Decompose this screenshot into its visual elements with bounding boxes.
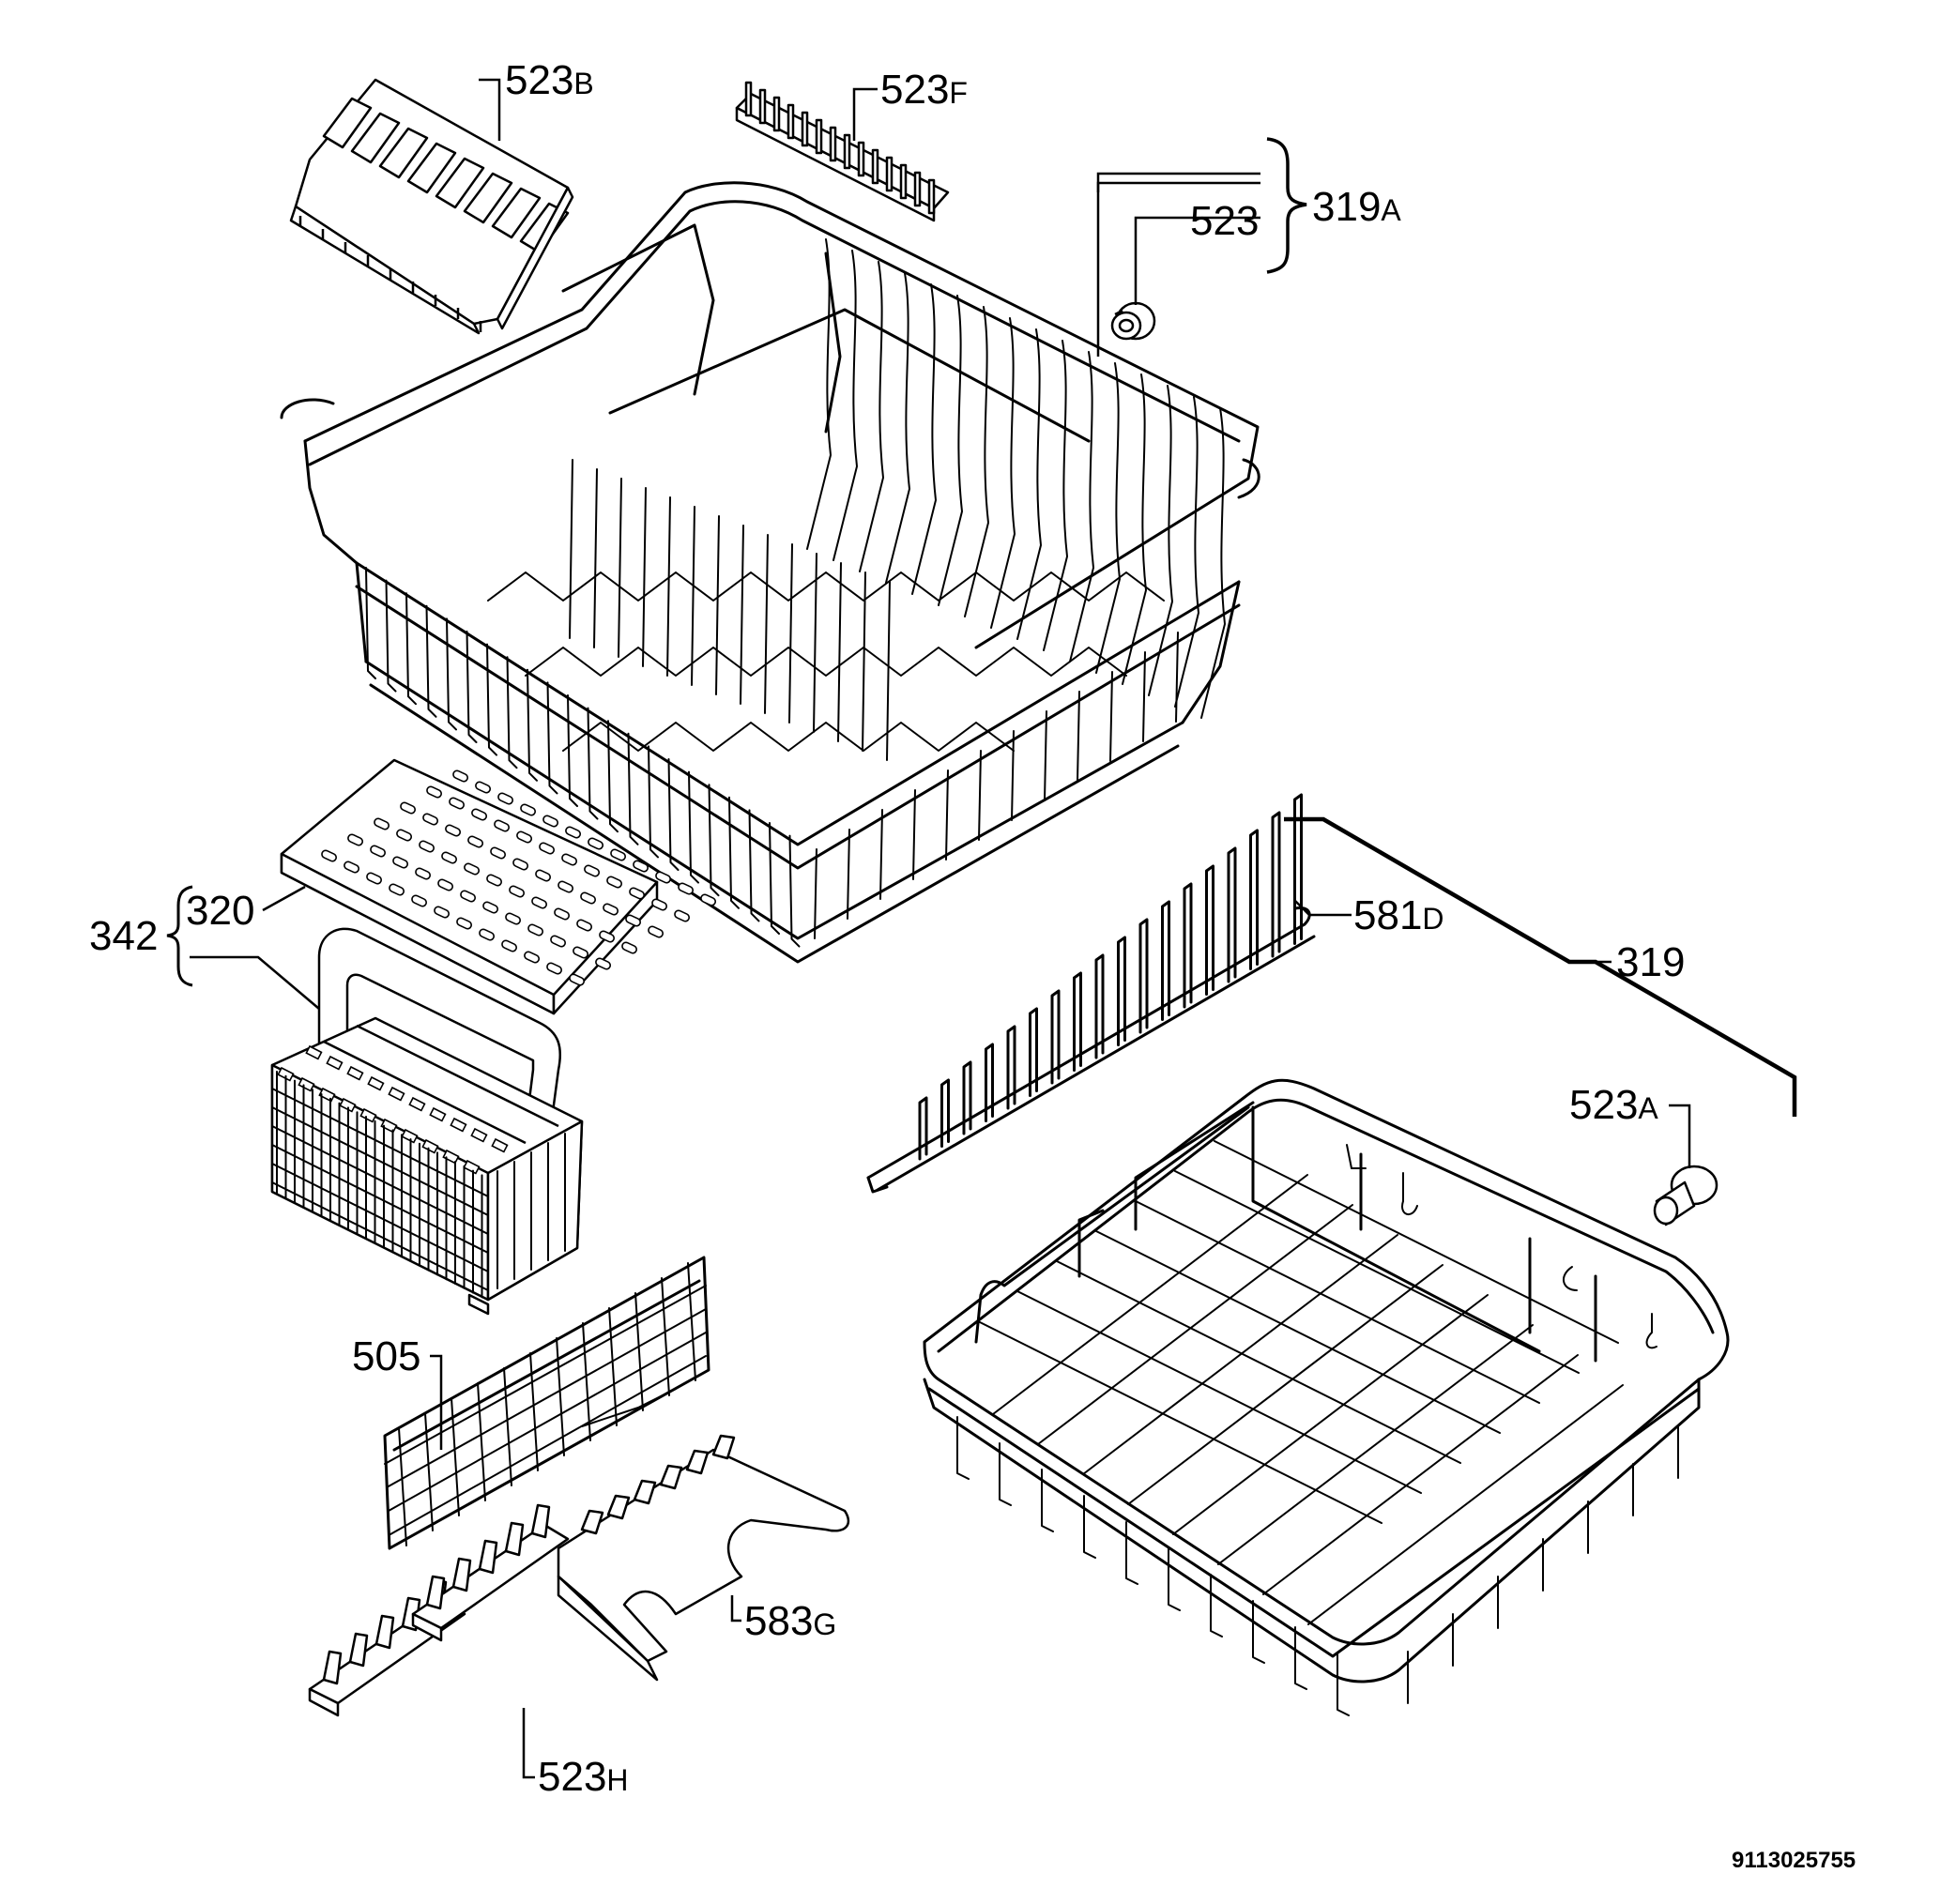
- part-581d-comb: [866, 793, 1316, 1194]
- label-342: 342: [89, 913, 158, 959]
- label-319: 319: [1616, 939, 1685, 985]
- part-523f-comb: [735, 81, 950, 222]
- label-320: 320: [186, 888, 254, 934]
- part-523-wheel: [1110, 301, 1156, 341]
- cutlery-basket: [270, 927, 584, 1316]
- label-581d: 581D: [1353, 892, 1444, 938]
- brace-342: [166, 885, 193, 987]
- part-523b-insert: [289, 78, 574, 335]
- part-320-cover: [280, 758, 716, 1015]
- label-583g: 583G: [744, 1598, 836, 1644]
- part-523h-racks: [308, 1503, 570, 1717]
- part-523a-wheel: [1653, 1165, 1719, 1226]
- document-number: 9113025755: [1732, 1848, 1856, 1873]
- lower-basket: [923, 1078, 1730, 1716]
- label-523a: 523A: [1569, 1082, 1658, 1128]
- label-523h: 523H: [538, 1754, 629, 1800]
- label-505: 505: [352, 1333, 420, 1379]
- label-523b: 523B: [505, 57, 594, 103]
- brace-319a: [1266, 137, 1307, 274]
- bracket-319: [1284, 816, 1797, 1117]
- label-523: 523: [1190, 198, 1259, 244]
- part-505-flap: [383, 1256, 710, 1550]
- label-523f: 523F: [880, 67, 968, 113]
- part-583g-holder: [557, 1434, 850, 1682]
- leader-lines: [190, 78, 1691, 1779]
- upper-basket: [280, 181, 1260, 964]
- label-319a: 319A: [1312, 184, 1401, 230]
